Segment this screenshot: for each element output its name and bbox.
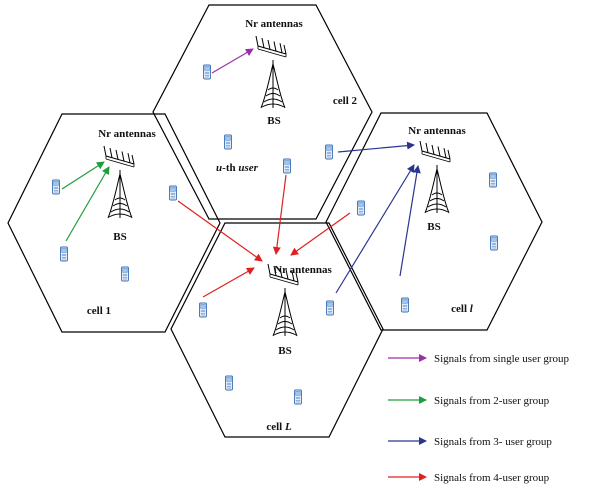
legend-item-single-user: Signals from single user group <box>388 353 570 365</box>
mobile-phone-icon <box>169 185 177 201</box>
signal-3-user-arrow-a <box>337 141 415 153</box>
mobile-phone-icon <box>294 389 302 405</box>
cell-l-antenna-label: Nr antennas <box>408 125 466 137</box>
signal-single-user-arrow <box>211 48 254 74</box>
cell-2-bs-label: BS <box>267 115 280 127</box>
mobile-phone-icon <box>203 64 211 80</box>
cell-1-antenna-label: Nr antennas <box>98 128 156 140</box>
cell-2-antenna-icon <box>255 35 287 58</box>
cell-l-bs-label: BS <box>427 221 440 233</box>
u-th-user-label: u-th user <box>216 162 259 174</box>
mobile-phone-icon <box>60 246 68 262</box>
signal-4-user-arrow-a <box>177 200 263 262</box>
mobile-phone-icon <box>283 158 291 174</box>
cell-L-hexagon <box>170 222 384 438</box>
legend-label: Signals from 4-user group <box>434 472 550 484</box>
cell-L-label: cell L <box>266 421 292 433</box>
mobile-phone-icon <box>325 144 333 160</box>
signal-2-user-arrow-a <box>61 161 105 190</box>
cell-2-hexagon <box>152 4 373 220</box>
legend-item-3-user: Signals from 3- user group <box>388 436 552 448</box>
legend-label: Signals from single user group <box>434 353 570 365</box>
cell-l-hexagon <box>325 112 543 331</box>
cell-1-label: cell 1 <box>87 305 111 317</box>
cell-2-antenna-label: Nr antennas <box>245 18 303 30</box>
legend-label: Signals from 2-user group <box>434 395 550 407</box>
legend-item-4-user: Signals from 4-user group <box>388 472 550 484</box>
legend-item-2-user: Signals from 2-user group <box>388 395 550 407</box>
mobile-phone-icon <box>489 172 497 188</box>
mobile-phone-icon <box>357 200 365 216</box>
cell-L-tower-icon <box>272 287 298 337</box>
mobile-phone-icon <box>121 266 129 282</box>
cell-1-hexagon <box>7 113 221 333</box>
cell-1-bs-label: BS <box>113 231 126 243</box>
cell-l-label: cell l <box>451 303 474 315</box>
cell-L-antenna-label: Nr antennas <box>274 264 332 276</box>
cell-L-bs-label: BS <box>278 345 291 357</box>
signal-2-user-arrow-b <box>65 166 110 242</box>
cell-1-antenna-icon <box>103 145 135 168</box>
mobile-phone-icon <box>326 300 334 316</box>
mobile-phone-icon <box>224 134 232 150</box>
signal-4-user-arrow-d <box>202 267 255 298</box>
mobile-phone-icon <box>52 179 60 195</box>
legend: Signals from single user group Signals f… <box>388 353 570 484</box>
signal-4-user-arrow-c <box>290 212 351 256</box>
signal-4-user-arrow-b <box>272 174 287 255</box>
cell-1-tower-icon <box>107 169 133 219</box>
cell-l-tower-icon <box>424 164 450 214</box>
mobile-phone-icon <box>490 235 498 251</box>
mobile-phone-icon <box>225 375 233 391</box>
mobile-phone-icon <box>199 302 207 318</box>
mobile-phone-icon <box>401 297 409 313</box>
cell-l-antenna-icon <box>419 140 451 163</box>
signal-3-user-arrow-b <box>335 164 415 294</box>
signal-3-user-arrow-c <box>399 165 421 277</box>
cell-2-label: cell 2 <box>333 95 358 107</box>
legend-label: Signals from 3- user group <box>434 436 552 448</box>
cell-2-tower-icon <box>260 59 286 109</box>
